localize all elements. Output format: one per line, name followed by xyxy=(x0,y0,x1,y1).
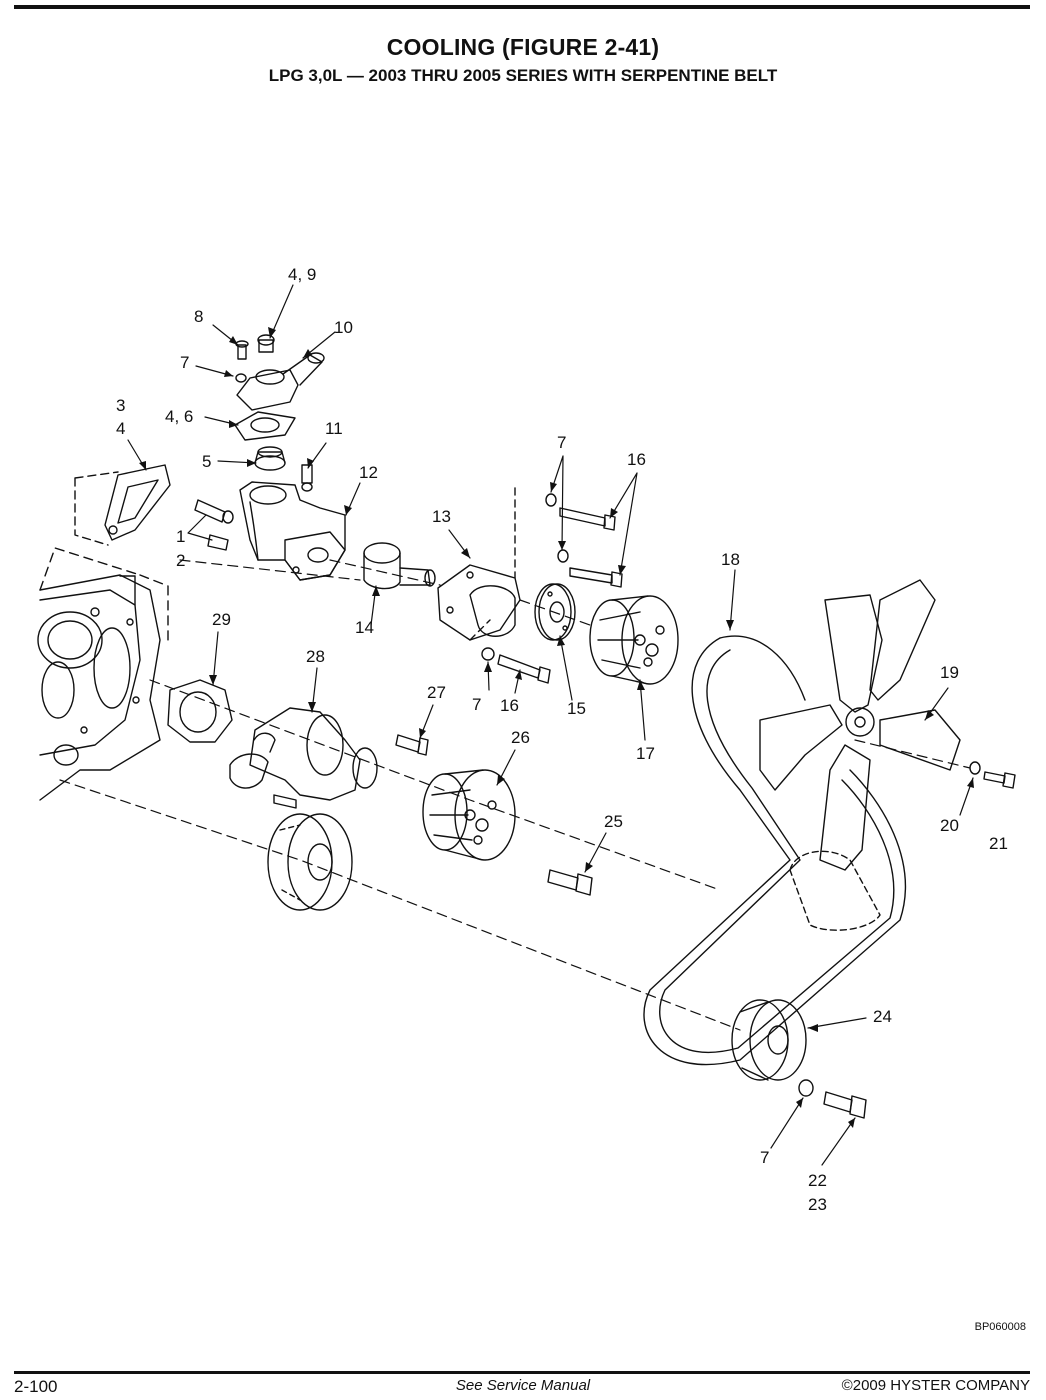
callout-8: 8 xyxy=(194,307,203,326)
callout-17: 17 xyxy=(636,744,655,763)
callout-25: 25 xyxy=(604,812,623,831)
callout-14: 14 xyxy=(355,618,374,637)
callout-24: 24 xyxy=(873,1007,892,1026)
pulley-17-drawing xyxy=(589,595,679,685)
callout-4-9: 4, 9 xyxy=(288,265,316,284)
callout-arrowheads xyxy=(139,327,974,1128)
callout-22: 22 xyxy=(808,1171,827,1190)
idler-bolt-drawing xyxy=(798,1079,867,1119)
callout-29: 29 xyxy=(212,610,231,629)
callout-13: 13 xyxy=(432,507,451,526)
serpentine-belt-drawing xyxy=(643,635,906,1066)
callout-7-top: 7 xyxy=(180,353,189,372)
callout-21: 21 xyxy=(989,834,1008,853)
callout-18: 18 xyxy=(721,550,740,569)
pulley-26-drawing xyxy=(422,769,516,861)
fan-19-drawing xyxy=(759,579,961,931)
callout-3: 3 xyxy=(116,396,125,415)
callout-16-lower: 16 xyxy=(500,696,519,715)
callout-23: 23 xyxy=(808,1195,827,1214)
callout-labels: 4, 9 8 10 7 3 4 4, 6 11 5 12 1 2 13 7 16… xyxy=(116,265,1008,1214)
callout-7-bottom: 7 xyxy=(760,1148,769,1167)
footer-reference: See Service Manual xyxy=(455,1377,591,1394)
tube-14-drawing xyxy=(363,542,436,590)
page-title: COOLING (FIGURE 2-41) xyxy=(386,34,660,60)
callout-5: 5 xyxy=(202,452,211,471)
callout-4-6: 4, 6 xyxy=(165,407,193,426)
callout-12: 12 xyxy=(359,463,378,482)
thermostat-cover-drawing xyxy=(235,334,325,411)
callout-11: 11 xyxy=(325,419,343,438)
water-pump-drawing xyxy=(167,679,429,809)
idler-pulley-24-drawing xyxy=(731,999,807,1081)
callout-1: 1 xyxy=(176,527,185,546)
fan-bolt-drawing xyxy=(969,761,1016,789)
callout-15: 15 xyxy=(567,699,586,718)
callout-27: 27 xyxy=(427,683,446,702)
thermostat-drawing xyxy=(254,446,313,492)
callout-4: 4 xyxy=(116,419,125,438)
bolt-25-drawing xyxy=(547,869,593,896)
callout-20: 20 xyxy=(940,816,959,835)
callout-10: 10 xyxy=(334,318,353,337)
figure-code: BP060008 xyxy=(974,1321,1026,1333)
fittings-1-2-drawing xyxy=(194,499,234,551)
callout-28: 28 xyxy=(306,647,325,666)
copyright: ©2009 HYSTER COMPANY xyxy=(841,1377,1030,1394)
assembly-axis-lines xyxy=(59,559,971,1031)
water-outlet-housing-drawing xyxy=(437,487,521,641)
callout-7-upper: 7 xyxy=(557,433,566,452)
crank-pulley-drawing xyxy=(267,813,353,911)
callout-26: 26 xyxy=(511,728,530,747)
hub-15-drawing xyxy=(534,583,576,641)
callout-19: 19 xyxy=(940,663,959,682)
callout-16-upper: 16 xyxy=(627,450,646,469)
gasket-3-4-drawing xyxy=(74,464,171,546)
gasket-4-6-drawing xyxy=(234,411,296,441)
page-number: 2-100 xyxy=(14,1377,58,1396)
callout-7-mid: 7 xyxy=(472,695,481,714)
thermostat-housing-drawing xyxy=(239,481,346,581)
engine-block-drawing xyxy=(37,547,169,801)
top-rule xyxy=(14,5,1030,9)
bottom-rule xyxy=(14,1371,1030,1374)
page-subtitle: LPG 3,0L — 2003 THRU 2005 SERIES WITH SE… xyxy=(268,66,778,85)
callout-2: 2 xyxy=(176,551,185,570)
